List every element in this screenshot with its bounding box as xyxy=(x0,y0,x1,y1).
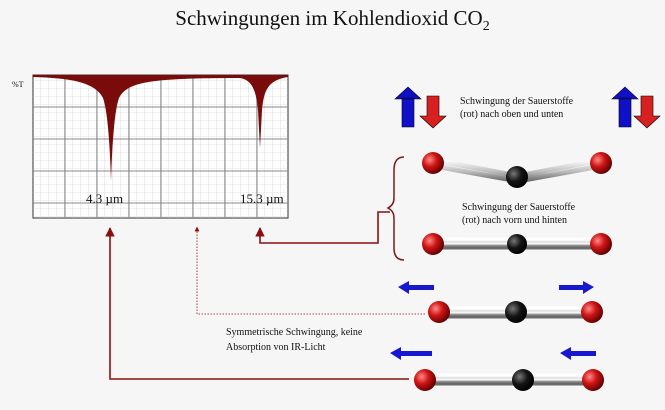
label-symmetric: Symmetrische Schwingung, keine Absorptio… xyxy=(226,327,363,353)
oxygen-atom xyxy=(428,301,450,323)
oxygen-atom xyxy=(581,301,603,323)
carbon-atom xyxy=(512,369,534,391)
carbon-atom xyxy=(506,166,528,188)
absorption-curve xyxy=(33,75,288,181)
bracket xyxy=(386,156,405,261)
carbon-atom xyxy=(505,301,527,323)
arrow-down-icon xyxy=(419,95,447,129)
arrow-down-icon xyxy=(633,95,661,129)
co2-molecule-asymmetric xyxy=(428,301,603,323)
label-bend-vertical: Schwingung der Sauerstoffe (rot) nach ob… xyxy=(460,96,574,120)
arrow-left-icon xyxy=(560,347,596,360)
peak-label-15-3: 15.3 µm xyxy=(240,191,284,206)
y-axis-unit: %T xyxy=(12,80,24,89)
arrow-group-right xyxy=(611,86,661,129)
co2-molecule-bent xyxy=(422,152,612,188)
oxygen-atom xyxy=(414,369,436,391)
oxygen-atom xyxy=(590,152,612,174)
oxygen-atom xyxy=(422,152,444,174)
oxygen-atom xyxy=(422,233,444,255)
page-title: Schwingungen im Kohlendioxid CO2 xyxy=(175,6,490,35)
connector-symmetric xyxy=(105,227,409,380)
arrow-up-icon xyxy=(394,86,422,128)
connector-asymmetric xyxy=(194,226,425,315)
arrow-left-icon xyxy=(390,347,432,360)
arrow-right-icon xyxy=(559,281,594,294)
oxygen-atom xyxy=(582,369,604,391)
arrow-left-icon xyxy=(398,281,434,294)
ir-spectrum xyxy=(32,74,289,219)
connectors xyxy=(105,156,425,380)
arrow-up-icon xyxy=(611,86,639,128)
peak-label-4-3: 4.3 µm xyxy=(86,191,124,206)
label-bend-horizontal: Schwingung der Sauerstoffe (rot) nach vo… xyxy=(462,202,576,226)
arrow-group-left xyxy=(394,86,447,129)
carbon-atom xyxy=(507,234,527,254)
connector-bending xyxy=(255,211,390,244)
oxygen-atom xyxy=(590,233,612,255)
spectrum-grid-major xyxy=(33,75,288,218)
co2-molecule-symmetric xyxy=(414,369,604,391)
co2-molecule-inplane xyxy=(422,233,612,255)
